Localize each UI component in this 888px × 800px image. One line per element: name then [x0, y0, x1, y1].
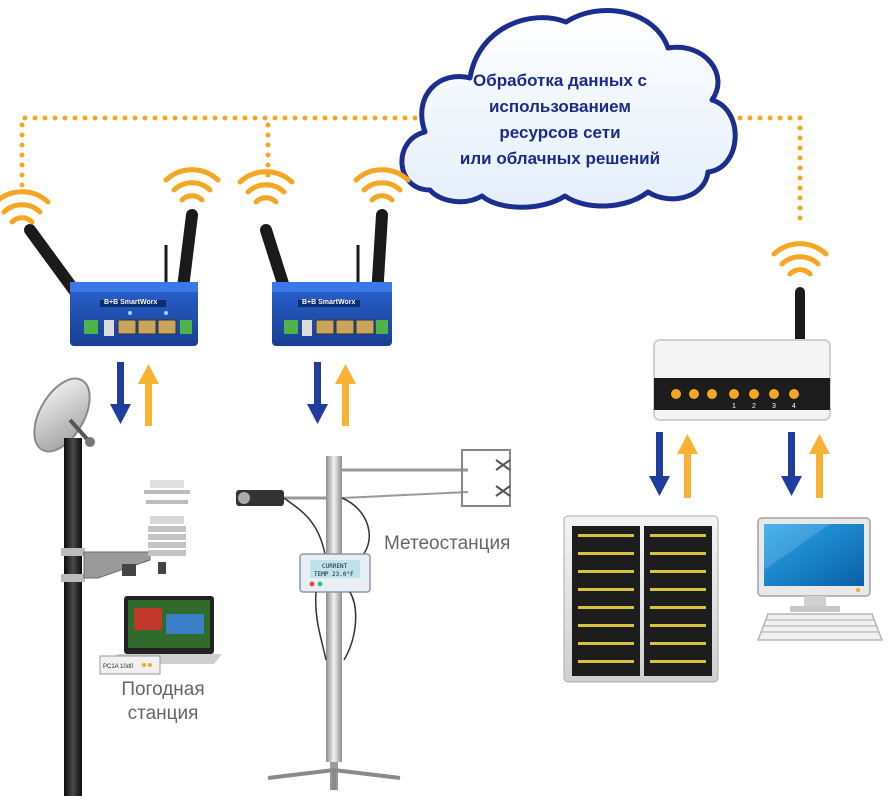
router-port-numbers: 1 2 3 4	[732, 403, 796, 410]
display-line2: TEMP 23.0°F	[314, 571, 354, 578]
port-number: 3	[772, 403, 776, 410]
arrow-down-icon	[781, 432, 802, 496]
wifi-signal-icon	[0, 167, 829, 277]
port-number: 4	[792, 403, 796, 410]
weather-station-pole	[33, 377, 190, 796]
arrow-up-icon	[809, 434, 830, 498]
port-number: 2	[752, 403, 756, 410]
display-line1: CURRENT	[322, 563, 348, 570]
router-brand-middle: B+B SmartWorx	[302, 299, 355, 306]
cellular-router-middle	[260, 209, 392, 346]
desktop-computer	[756, 517, 884, 641]
cloud-caption-line: использованием	[488, 97, 631, 116]
server-rack	[563, 515, 719, 683]
link-left-router	[19, 115, 428, 188]
cloud-caption-line: Обработка данных с	[473, 71, 647, 90]
server-led-rows	[578, 534, 706, 663]
cloud-caption: Обработка данных с использованием ресурс…	[430, 68, 690, 172]
meteostation-label: Метеостанция	[384, 533, 511, 554]
cloud-caption-line: ресурсов сети	[499, 123, 621, 142]
router-brand-left: B+B SmartWorx	[104, 299, 157, 306]
cloud-icon	[399, 8, 738, 210]
weather-console	[99, 655, 161, 675]
port-number: 1	[732, 403, 736, 410]
arrow-up-icon	[335, 364, 356, 426]
arrow-down-icon	[110, 362, 131, 424]
arrow-down-icon	[307, 362, 328, 424]
weather-station-label-line: Погодная	[121, 679, 205, 700]
meteostation-mast	[236, 449, 511, 790]
cloud-caption-line: или облачных решений	[459, 149, 661, 168]
link-right-router	[687, 115, 803, 231]
arrow-up-icon	[138, 364, 159, 426]
data-flow-arrows	[110, 362, 830, 498]
weather-station-label: Погодная станция	[108, 678, 218, 726]
cellular-router-left	[24, 209, 198, 346]
console-label: PC1A 10d0	[103, 664, 134, 670]
arrow-up-icon	[677, 434, 698, 498]
laptop-icon	[116, 596, 222, 664]
arrow-down-icon	[649, 432, 670, 496]
weather-station-label-line: станция	[127, 703, 199, 724]
wifi-router	[653, 287, 831, 421]
